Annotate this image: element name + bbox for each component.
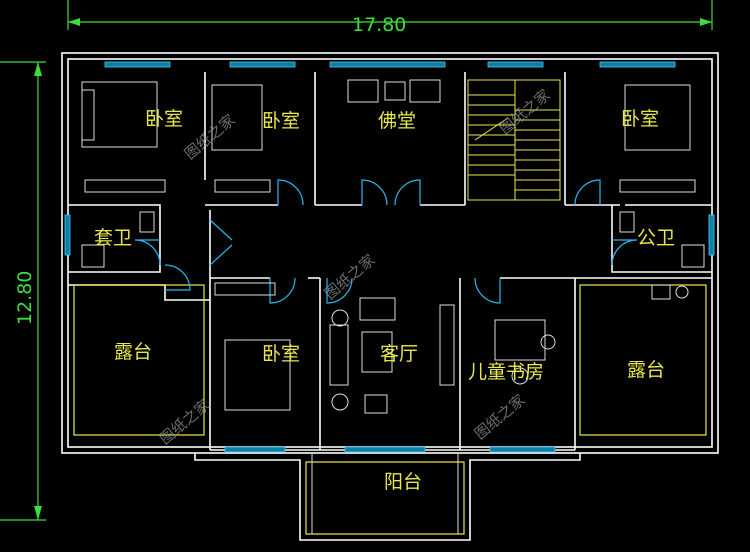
staircase	[467, 79, 561, 201]
height-dimension-label: 12.80	[14, 271, 36, 325]
room-label-bedroom-4: 卧室	[262, 343, 300, 365]
terrace-railings	[73, 284, 707, 535]
watermark: 图纸之家	[181, 111, 239, 163]
room-label-public-bath: 公卫	[637, 227, 675, 249]
width-dimension-label: 17.80	[352, 14, 406, 36]
room-label-buddha-hall: 佛堂	[378, 110, 416, 132]
windows	[64, 61, 715, 453]
room-label-terrace-left: 露台	[114, 341, 152, 363]
room-labels: 卧室 卧室 佛堂 卧室 套卫 公卫 露台 卧室 客厅 儿童书房 露台 阳台	[94, 108, 675, 493]
room-label-terrace-right: 露台	[627, 359, 665, 381]
watermarks: 图纸之家 图纸之家 图纸之家 图纸之家 图纸之家	[156, 86, 554, 448]
room-label-balcony: 阳台	[384, 471, 422, 493]
height-dimension: 12.80	[0, 61, 46, 521]
watermark: 图纸之家	[156, 396, 214, 448]
room-label-bedroom-2: 卧室	[262, 110, 300, 132]
room-label-kids-study: 儿童书房	[468, 361, 544, 383]
room-label-ensuite-bath: 套卫	[94, 227, 132, 249]
watermark: 图纸之家	[321, 251, 379, 303]
room-label-bedroom-1: 卧室	[145, 108, 183, 130]
watermark: 图纸之家	[471, 391, 529, 443]
doors	[134, 179, 638, 304]
width-dimension: 17.80	[67, 0, 713, 36]
room-label-living-room: 客厅	[380, 343, 418, 365]
room-label-bedroom-3: 卧室	[621, 108, 659, 130]
furniture	[81, 79, 705, 534]
